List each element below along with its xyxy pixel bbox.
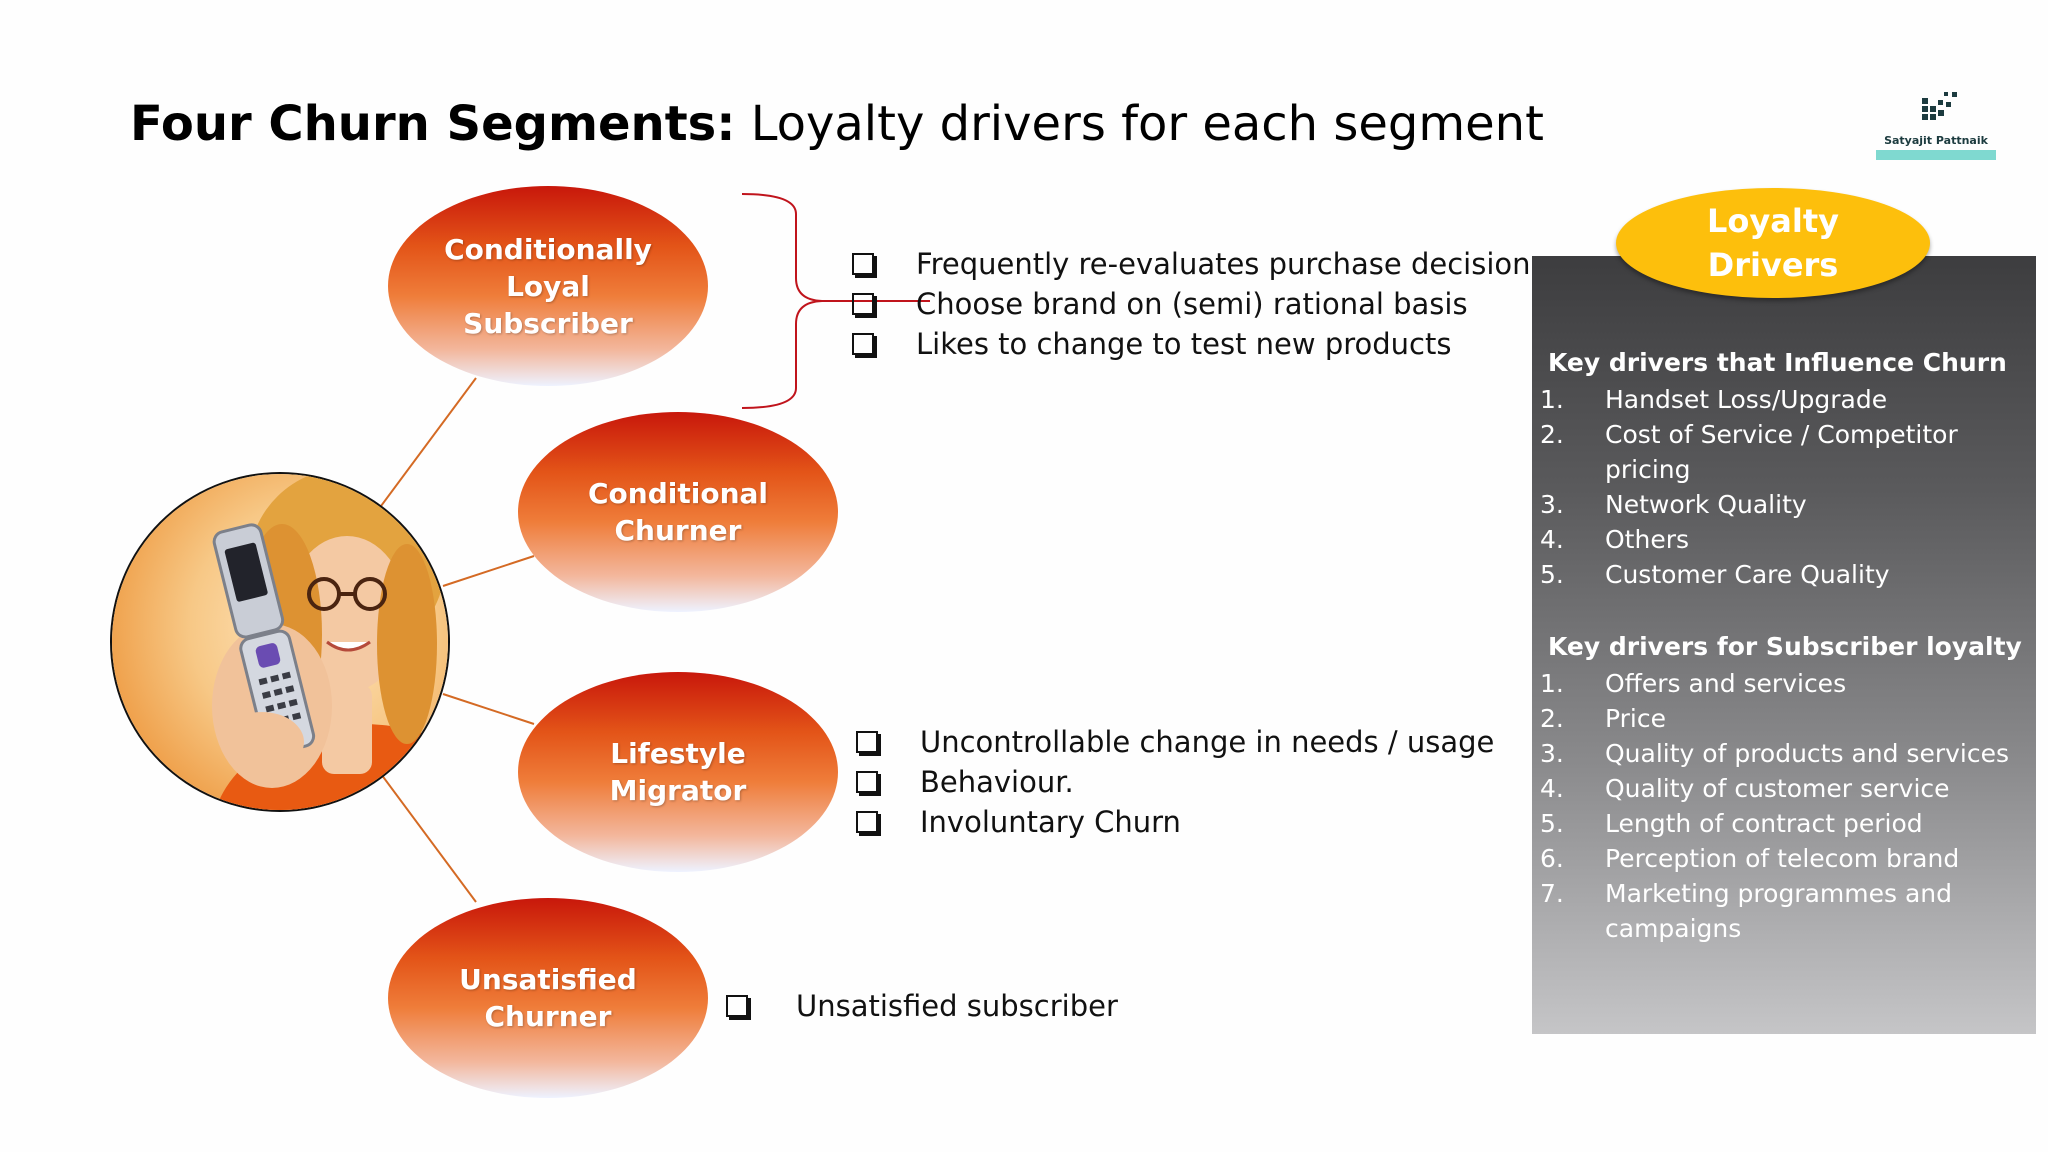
bullet-item: Uncontrollable change in needs / usage bbox=[856, 722, 1494, 762]
bullet-item: Behaviour. bbox=[856, 762, 1494, 802]
bullet-text: Choose brand on (semi) rational basis bbox=[916, 287, 1468, 321]
driver-item: 2. Price bbox=[1540, 701, 2028, 736]
driver-item: 3. Quality of products and services bbox=[1540, 736, 2028, 771]
dot-grid-icon bbox=[1922, 92, 1957, 120]
connector-line-2 bbox=[442, 555, 535, 587]
segment-unsatisfied-churner: Unsatisfied Churner bbox=[388, 898, 708, 1098]
bullets-unsatisfied-churner: Unsatisfied subscriber bbox=[726, 986, 1118, 1026]
loyalty-drivers-list: 1. Offers and services 2. Price 3. Quality of… bbox=[1540, 666, 2028, 946]
badge-label: Loyalty Drivers bbox=[1707, 202, 1839, 284]
driver-text: Price bbox=[1605, 704, 1666, 733]
logo-underline bbox=[1876, 150, 1996, 160]
churn-drivers-list: 1. Handset Loss/Upgrade 2. Cost of Service … bbox=[1540, 382, 2028, 592]
segment-label: Lifestyle Migrator bbox=[609, 737, 747, 807]
segment-conditional-churner: Conditional Churner bbox=[518, 412, 838, 612]
loyalty-drivers-panel: Key drivers that Influence Churn 1. Hands… bbox=[1532, 256, 2036, 1034]
bullet-item: Likes to change to test new products bbox=[852, 324, 1546, 364]
brand-logo: Satyajit Pattnaik bbox=[1874, 88, 1998, 164]
checkbox-bullet-icon bbox=[856, 731, 878, 753]
checkbox-bullet-icon bbox=[852, 253, 874, 275]
driver-number: 6. bbox=[1540, 844, 1564, 873]
driver-number: 1. bbox=[1540, 669, 1564, 698]
bullet-item: Frequently re-evaluates purchase decisio… bbox=[852, 244, 1546, 284]
segment-label: Conditionally Loyal Subscriber bbox=[444, 232, 652, 340]
woman-with-phone-icon bbox=[212, 474, 448, 810]
driver-number: 5. bbox=[1540, 809, 1564, 838]
driver-text: Quality of products and services bbox=[1605, 739, 2010, 768]
loyalty-drivers-badge: Loyalty Drivers bbox=[1616, 188, 1930, 298]
bullet-text: Unsatisfied subscriber bbox=[796, 989, 1118, 1023]
checkbox-bullet-icon bbox=[852, 293, 874, 315]
driver-text: Others bbox=[1605, 525, 1690, 554]
bullet-item: Involuntary Churn bbox=[856, 802, 1494, 842]
bullet-item: Choose brand on (semi) rational basis bbox=[852, 284, 1546, 324]
loyalty-drivers-title: Key drivers for Subscriber loyalty bbox=[1548, 632, 2022, 661]
driver-item: 3. Network Quality bbox=[1540, 487, 2028, 522]
driver-number: 1. bbox=[1540, 385, 1564, 414]
bullet-text: Behaviour. bbox=[920, 765, 1074, 799]
driver-item: 7. Marketing programmes and campaigns bbox=[1540, 876, 2028, 946]
bullets-conditionally-loyal: Frequently re-evaluates purchase decisio… bbox=[852, 244, 1546, 364]
driver-number: 4. bbox=[1540, 774, 1564, 803]
bullet-item: Unsatisfied subscriber bbox=[726, 986, 1118, 1026]
page-title: Four Churn Segments: Loyalty drivers for… bbox=[130, 98, 1544, 151]
driver-number: 7. bbox=[1540, 879, 1564, 908]
driver-text: Marketing programmes and campaigns bbox=[1605, 879, 1952, 943]
segment-conditionally-loyal-subscriber: Conditionally Loyal Subscriber bbox=[388, 186, 708, 386]
connector-line-1 bbox=[380, 377, 477, 507]
driver-item: 1. Offers and services bbox=[1540, 666, 2028, 701]
driver-item: 4. Others bbox=[1540, 522, 2028, 557]
driver-text: Network Quality bbox=[1605, 490, 1807, 519]
driver-text: Length of contract period bbox=[1605, 809, 1923, 838]
driver-item: 4. Quality of customer service bbox=[1540, 771, 2028, 806]
logo-text: Satyajit Pattnaik bbox=[1884, 134, 1988, 147]
driver-number: 3. bbox=[1540, 490, 1564, 519]
segment-label: Unsatisfied Churner bbox=[459, 963, 637, 1033]
checkbox-bullet-icon bbox=[726, 995, 748, 1017]
driver-item: 5. Customer Care Quality bbox=[1540, 557, 2028, 592]
checkbox-bullet-icon bbox=[856, 771, 878, 793]
driver-number: 3. bbox=[1540, 739, 1564, 768]
driver-text: Cost of Service / Competitor pricing bbox=[1605, 420, 1958, 484]
checkbox-bullet-icon bbox=[856, 811, 878, 833]
driver-text: Perception of telecom brand bbox=[1605, 844, 1960, 873]
driver-item: 2. Cost of Service / Competitor pricing bbox=[1540, 417, 2028, 487]
bullet-text: Involuntary Churn bbox=[920, 805, 1181, 839]
connector-line-3 bbox=[442, 693, 535, 725]
driver-item: 6. Perception of telecom brand bbox=[1540, 841, 2028, 876]
connector-line-4 bbox=[380, 773, 477, 903]
bullets-lifestyle-migrator: Uncontrollable change in needs / usage B… bbox=[856, 722, 1494, 842]
driver-number: 5. bbox=[1540, 560, 1564, 589]
driver-item: 5. Length of contract period bbox=[1540, 806, 2028, 841]
driver-text: Quality of customer service bbox=[1605, 774, 1950, 803]
checkbox-bullet-icon bbox=[852, 333, 874, 355]
churn-drivers-title: Key drivers that Influence Churn bbox=[1548, 348, 2007, 377]
driver-text: Handset Loss/Upgrade bbox=[1605, 385, 1888, 414]
driver-number: 4. bbox=[1540, 525, 1564, 554]
driver-number: 2. bbox=[1540, 704, 1564, 733]
driver-text: Customer Care Quality bbox=[1605, 560, 1890, 589]
title-rest: Loyalty drivers for each segment bbox=[735, 96, 1544, 152]
driver-text: Offers and services bbox=[1605, 669, 1847, 698]
bullet-text: Likes to change to test new products bbox=[916, 327, 1452, 361]
bullet-text: Uncontrollable change in needs / usage bbox=[920, 725, 1495, 759]
driver-number: 2. bbox=[1540, 420, 1564, 449]
driver-item: 1. Handset Loss/Upgrade bbox=[1540, 382, 2028, 417]
segment-label: Conditional Churner bbox=[587, 477, 768, 547]
title-bold: Four Churn Segments: bbox=[130, 96, 736, 152]
segment-lifestyle-migrator: Lifestyle Migrator bbox=[518, 672, 838, 872]
bullet-text: Frequently re-evaluates purchase decisio… bbox=[916, 247, 1546, 281]
customer-photo bbox=[112, 474, 448, 810]
